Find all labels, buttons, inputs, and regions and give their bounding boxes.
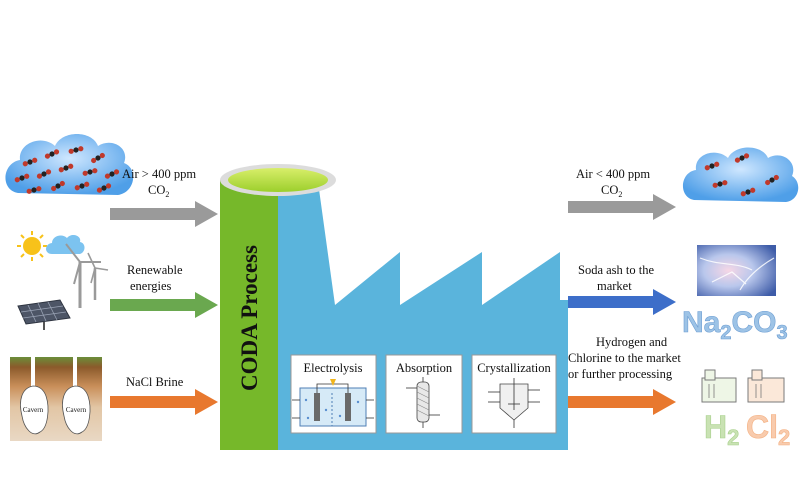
co2-molecule-icon bbox=[734, 153, 750, 163]
co2-molecule-icon bbox=[104, 169, 120, 179]
co2-molecule-icon bbox=[58, 163, 74, 173]
co2-rich-cloud-icon bbox=[5, 134, 134, 195]
co2-molecule-icon bbox=[51, 180, 65, 192]
co2-clean-cloud-icon bbox=[682, 147, 799, 202]
brine-arrow bbox=[110, 389, 218, 415]
co2-molecule-icon bbox=[44, 149, 60, 159]
chlorine-formula: Cl2 bbox=[746, 409, 790, 450]
hydrogen-tank-icon bbox=[701, 369, 737, 403]
soda-label-line2: market bbox=[597, 279, 632, 293]
co2-molecule-icon bbox=[82, 168, 98, 176]
co2-molecule-icon bbox=[14, 173, 30, 183]
co2-molecule-icon bbox=[740, 187, 756, 197]
sun-icon bbox=[17, 231, 47, 261]
soda-ash-crystal-photo bbox=[697, 245, 776, 296]
cavern-left: Cavern bbox=[20, 357, 49, 435]
co2-molecule-icon bbox=[765, 174, 779, 186]
hc-arrow bbox=[568, 389, 676, 415]
co2-molecule-icon bbox=[26, 186, 42, 194]
co2-molecule-icon bbox=[704, 161, 720, 171]
air-in-label-line2: CO2 bbox=[148, 183, 169, 199]
energy-label-line1: Renewable bbox=[127, 263, 183, 277]
cavern-right: Cavern bbox=[62, 357, 91, 435]
co2-molecule-icon bbox=[68, 146, 84, 154]
co2-molecule-icon bbox=[74, 181, 90, 191]
coda-process-title: CODA Process bbox=[237, 245, 262, 391]
soda-arrow bbox=[568, 289, 676, 315]
energy-arrow bbox=[110, 292, 218, 318]
hc-label-line3: or further processing bbox=[568, 367, 673, 381]
hc-label-line2: Chlorine to the market bbox=[568, 351, 681, 365]
crystallization-label: Crystallization bbox=[477, 361, 551, 375]
co2-molecule-icon bbox=[22, 157, 38, 167]
chlorine-tank-icon bbox=[747, 369, 785, 403]
cavern-left-label: Cavern bbox=[23, 406, 44, 414]
energy-label-line2: energies bbox=[130, 279, 172, 293]
co2-molecule-icon bbox=[36, 169, 52, 179]
air-out-label-line1: Air < 400 ppm bbox=[576, 167, 650, 181]
hc-label-line1: Hydrogen and bbox=[596, 335, 668, 349]
absorption-label: Absorption bbox=[396, 361, 453, 375]
hydrogen-formula: H2 bbox=[704, 409, 739, 450]
storage-tanks-icon bbox=[701, 369, 785, 403]
air-in-arrow bbox=[110, 201, 218, 227]
electrolysis-label: Electrolysis bbox=[303, 361, 362, 375]
small-cloud-icon bbox=[46, 235, 85, 254]
absorption-unit: Absorption bbox=[385, 354, 463, 434]
co2-molecule-icon bbox=[91, 152, 105, 164]
air-out-arrow bbox=[568, 194, 676, 220]
air-out-label-line2: CO2 bbox=[601, 183, 622, 199]
salt-cavern-icon: Cavern Cavern bbox=[10, 357, 102, 441]
co2-molecule-icon bbox=[96, 183, 112, 193]
coda-smokestack: CODA Process bbox=[220, 164, 336, 450]
brine-label: NaCl Brine bbox=[126, 375, 184, 389]
renewable-energy-icon bbox=[17, 231, 109, 330]
soda-label-line1: Soda ash to the bbox=[578, 263, 654, 277]
solar-panel-icon bbox=[17, 299, 71, 330]
electrolysis-unit: Electrolysis bbox=[290, 354, 377, 434]
soda-ash-formula: Na2CO3 bbox=[682, 306, 788, 344]
crystallization-unit: Crystallization bbox=[471, 354, 557, 434]
co2-molecule-icon bbox=[712, 180, 728, 188]
wind-turbine-icon bbox=[65, 243, 109, 308]
cavern-right-label: Cavern bbox=[66, 406, 87, 414]
air-in-label-line1: Air > 400 ppm bbox=[122, 167, 196, 181]
